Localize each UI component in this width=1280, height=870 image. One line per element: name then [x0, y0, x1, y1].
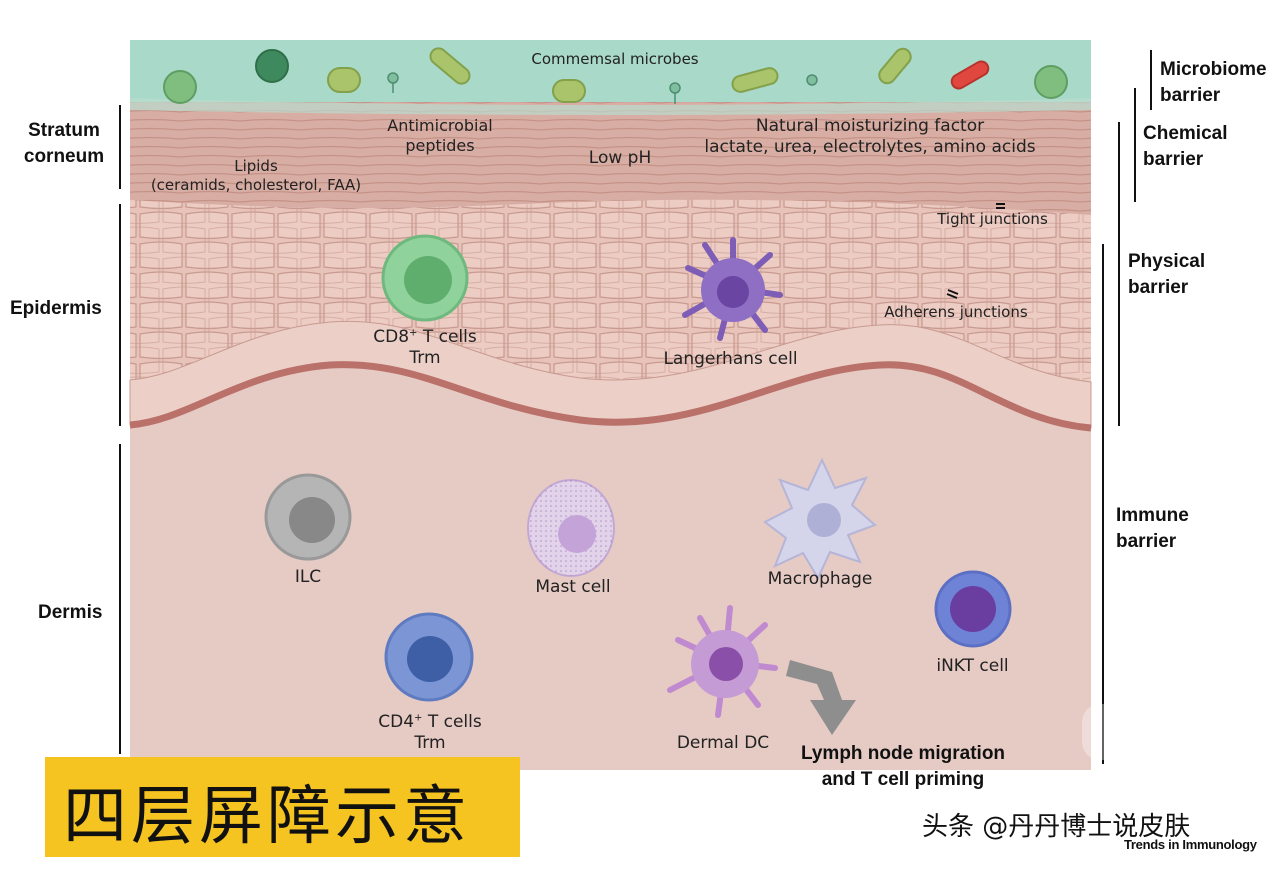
- tight-junctions-label: Tight junctions: [937, 210, 1048, 228]
- nmf-label: Natural moisturizing factor lactate, ure…: [704, 116, 1036, 158]
- cd8-t-cell: [381, 234, 469, 322]
- microbe-coccus: [255, 49, 289, 83]
- migration-arrow-icon: [786, 660, 856, 735]
- corneum-bracket: [119, 105, 121, 189]
- immune-barrier-label: Immune barrier: [1116, 505, 1189, 552]
- dermal-dc-label: Dermal DC: [676, 733, 770, 753]
- immune-bracket: [1102, 244, 1104, 764]
- banner-title: 四层屏障示意: [63, 780, 471, 854]
- inkt-cell: [934, 570, 1012, 648]
- ilc-label: ILC: [294, 567, 322, 587]
- chemical-barrier-label: Chemical barrier: [1143, 123, 1228, 170]
- basement-membrane: [129, 361, 1092, 432]
- macrophage-label: Macrophage: [767, 569, 873, 589]
- tight-junction-marker: [996, 203, 1005, 209]
- langerhans-nucleus: [717, 276, 749, 308]
- microbe-rod: [878, 47, 912, 85]
- phage-icon: [387, 72, 818, 104]
- dermis-bracket: [119, 444, 121, 754]
- microbe-rod: [552, 79, 586, 103]
- cd4-t-cells-label: CD4+ T cells Trm: [378, 712, 482, 754]
- microbe-pathogen: [950, 60, 990, 90]
- adherens-junctions-label: Adherens junctions: [884, 303, 1028, 321]
- microbiome-bracket: [1150, 50, 1152, 110]
- adherens-junction-marker: [946, 289, 959, 299]
- epidermis-bracket: [119, 204, 121, 426]
- cd8-t-cells-label: CD8+ T cells Trm: [373, 327, 477, 369]
- mast-cell: [527, 479, 615, 577]
- microbiome-layer: [130, 40, 1091, 102]
- stratum-corneum-label: Stratum corneum: [23, 120, 105, 167]
- commensal-microbes: [163, 47, 1068, 104]
- macrophage-cell: [763, 457, 877, 581]
- title-banner: 四层屏障示意: [45, 757, 520, 857]
- stratum-corneum-layer: [130, 90, 1091, 215]
- physical-bracket: [1118, 122, 1120, 426]
- commensal-microbes-label: Commemsal microbes: [531, 50, 699, 68]
- epidermis-label: Epidermis: [10, 298, 102, 319]
- microbe-coccus: [163, 70, 197, 104]
- dermis-label: Dermis: [38, 602, 103, 623]
- xiaohongshu-logo-text: 小红书: [1104, 723, 1171, 748]
- microbe-coccus: [1034, 65, 1068, 99]
- inkt-cell-label: iNKT cell: [936, 656, 1009, 676]
- faint-watermark: 小红书号：42 806806: [872, 796, 1143, 826]
- ilc-cell: [264, 473, 352, 561]
- mast-cell-label: Mast cell: [535, 577, 611, 597]
- chemical-bracket: [1134, 88, 1136, 202]
- microbiome-barrier-label: Microbiome barrier: [1160, 59, 1267, 106]
- cd4-t-cell: [384, 612, 474, 702]
- dermal-dc-nucleus: [709, 647, 743, 681]
- lipids-label: Lipids (ceramids, cholesterol, FAA): [150, 157, 362, 194]
- microbe-rod: [731, 67, 779, 93]
- xiaohongshu-logo: 小红书: [1082, 704, 1216, 760]
- toutiao-watermark: 头条 @丹丹博士说皮肤: [922, 812, 1191, 842]
- langerhans-cell-label: Langerhans cell: [663, 349, 798, 369]
- microbe-rod: [429, 47, 471, 85]
- journal-credit: Trends in Immunology: [1124, 837, 1257, 852]
- physical-barrier-label: Physical barrier: [1128, 251, 1206, 298]
- antimicrobial-peptides-label: Antimicrobial peptides: [387, 116, 493, 155]
- lymph-node-migration-label: Lymph node migration and T cell priming: [800, 743, 1006, 790]
- low-ph-label: Low pH: [588, 148, 652, 168]
- microbe-rod: [327, 67, 361, 93]
